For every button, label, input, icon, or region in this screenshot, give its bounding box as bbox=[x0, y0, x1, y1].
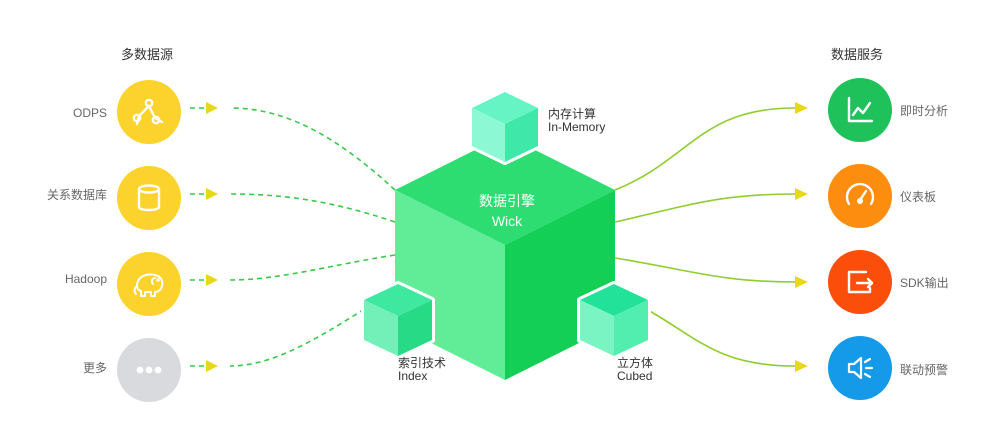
source-hadoop bbox=[117, 252, 181, 316]
service-connectors bbox=[614, 107, 796, 367]
source-rdb bbox=[117, 166, 181, 230]
speaker-alert-icon bbox=[847, 356, 874, 380]
arrow-odps bbox=[206, 102, 218, 114]
source-more bbox=[117, 338, 181, 402]
service-dashboard bbox=[828, 164, 892, 228]
connector-more bbox=[229, 289, 396, 367]
engine-subtitle: Wick bbox=[491, 213, 523, 229]
cubed-title: 立方体 bbox=[617, 356, 654, 370]
arrow-more bbox=[206, 360, 218, 372]
arrow-hadoop bbox=[206, 274, 218, 286]
service-sdk bbox=[828, 250, 892, 314]
service-label-alert: 联动预警 bbox=[900, 363, 949, 377]
services-title: 数据服务 bbox=[831, 47, 884, 62]
source-label-odps: ODPS bbox=[72, 106, 107, 120]
memory-subtitle: In-Memory bbox=[548, 120, 606, 134]
source-arrows bbox=[206, 102, 218, 372]
export-icon bbox=[847, 270, 874, 294]
cubed-cube-faces bbox=[580, 284, 648, 356]
connector-odps bbox=[229, 107, 396, 191]
index-title: 索引技术 bbox=[398, 356, 447, 370]
connector-alert bbox=[647, 309, 796, 367]
arrow-analysis bbox=[795, 102, 808, 114]
arrow-alert bbox=[795, 360, 808, 372]
engine-title: 数据引擎 bbox=[479, 193, 535, 209]
connector-rdb bbox=[229, 193, 396, 223]
connector-hadoop bbox=[229, 254, 396, 281]
graph-nodes-icon bbox=[132, 98, 164, 126]
memory-title: 内存计算 bbox=[548, 107, 597, 121]
source-label-more: 更多 bbox=[82, 361, 107, 375]
service-alert bbox=[828, 336, 892, 400]
index-cube-faces bbox=[364, 284, 432, 356]
service-label-dashboard: 仪表板 bbox=[900, 190, 937, 204]
line-chart-icon bbox=[847, 96, 874, 123]
source-connectors bbox=[229, 107, 396, 367]
database-icon bbox=[137, 184, 161, 212]
service-analysis bbox=[828, 78, 892, 142]
arrow-dashboard bbox=[795, 188, 808, 200]
arrow-sdk bbox=[795, 276, 808, 288]
source-odps bbox=[117, 80, 181, 144]
service-label-sdk: SDK输出 bbox=[900, 276, 949, 290]
service-label-analysis: 即时分析 bbox=[900, 104, 949, 118]
more-dots-icon bbox=[136, 366, 162, 374]
cubed-subtitle: Cubed bbox=[617, 369, 653, 383]
sources-title: 多数据源 bbox=[121, 47, 174, 62]
source-label-rdb: 关系数据库 bbox=[46, 188, 107, 202]
source-label-hadoop: Hadoop bbox=[64, 272, 107, 286]
arrow-rdb bbox=[206, 188, 218, 200]
cubed-label: 立方体 Cubed bbox=[617, 357, 653, 383]
service-arrows bbox=[795, 102, 808, 372]
connector-dashboard bbox=[614, 193, 796, 223]
memory-label: 内存计算 In-Memory bbox=[548, 108, 605, 134]
connector-analysis bbox=[614, 107, 796, 191]
connector-sdk bbox=[614, 257, 796, 283]
elephant-icon bbox=[133, 273, 164, 297]
index-subtitle: Index bbox=[398, 369, 428, 383]
memory-cube-faces bbox=[472, 92, 538, 162]
index-label: 索引技术 Index bbox=[398, 357, 446, 383]
gauge-icon bbox=[845, 182, 875, 206]
